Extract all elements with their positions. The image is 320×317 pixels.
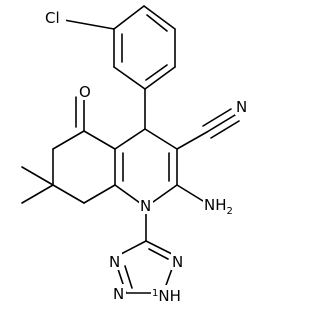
bond-c7-c8 <box>52 184 85 204</box>
bond-aryl-ring-1 <box>113 5 145 30</box>
ring-nitrogen-n1-label: N <box>140 197 151 215</box>
bond-triazole-c3-n2-inner <box>148 248 169 260</box>
bond-nitrile-2 <box>202 108 232 127</box>
bond-c3-cn <box>176 131 208 150</box>
bond-aryl-ring-4 <box>144 66 176 90</box>
structure-diagram: Cl O N N NH2 N N N 1NH <box>21 5 249 305</box>
bond-aryl-ring-2 <box>143 5 176 30</box>
bond-c7-methyl-b <box>21 184 54 204</box>
amino-nh-text: NH <box>204 196 227 214</box>
triazole-nh-label: 1NH <box>152 287 181 305</box>
bond-triazole-n4-c5-inner <box>124 265 133 289</box>
bond-c4a-c4 <box>114 128 146 150</box>
bond-aryl-ring-4-inner <box>145 64 168 81</box>
bond-triazole-c3-n2 <box>145 240 173 255</box>
bond-c7-methyl-a <box>21 166 54 186</box>
bond-n1-c8a <box>114 184 141 204</box>
bond-chlorine-aryl <box>63 19 115 30</box>
chlorine-label: Cl <box>45 9 60 27</box>
bond-aryl-ring-2-inner <box>146 14 168 32</box>
bond-c2-n1 <box>152 184 178 203</box>
bond-nitrile-1 <box>206 114 236 133</box>
bond-triazole-c3-n4 <box>120 240 147 255</box>
bond-c4-c3 <box>144 128 178 150</box>
bond-c5-c6 <box>52 130 85 150</box>
bond-c8-c8a <box>83 184 116 204</box>
triazole-nh-locant: 1 <box>152 288 158 299</box>
triazole-n-bottom-label: N <box>113 285 124 303</box>
carbonyl-oxygen-label: O <box>79 83 91 101</box>
bond-c4a-c5 <box>83 130 116 150</box>
bond-c2-amino <box>176 184 204 202</box>
amino-subscript: 2 <box>227 206 233 217</box>
nitrile-nitrogen-label: N <box>236 98 247 116</box>
atom-label-layer: Cl O N N NH2 N N N 1NH <box>44 8 249 305</box>
amino-label: NH2 <box>204 196 233 217</box>
bond-layer <box>21 5 240 294</box>
triazole-nh-text: NH <box>158 287 181 305</box>
bond-aryl-ring-5 <box>113 66 146 90</box>
bond-nitrile-3 <box>210 120 240 139</box>
triazole-n2-label: N <box>172 253 183 271</box>
triazole-n4-label: N <box>109 253 120 271</box>
